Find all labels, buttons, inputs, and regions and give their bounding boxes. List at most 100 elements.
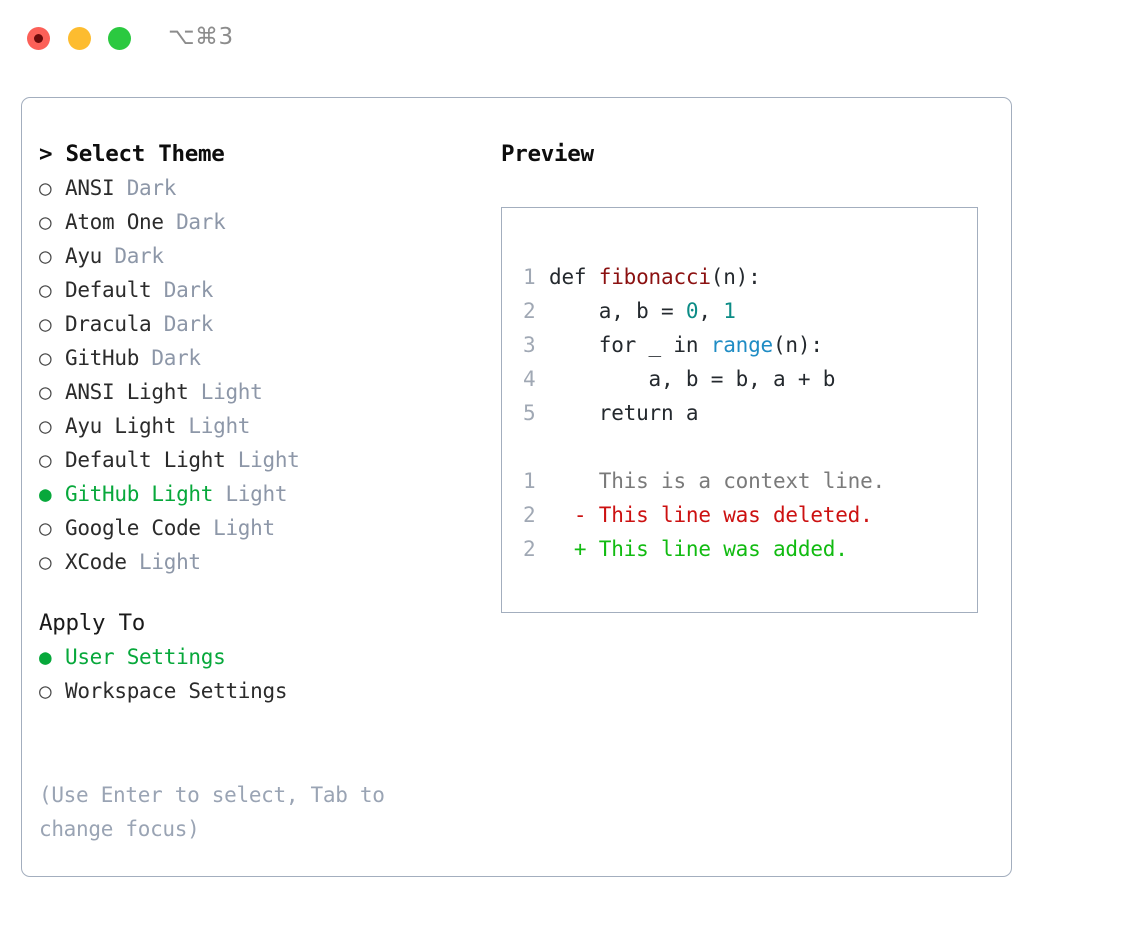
line-number: 4 xyxy=(523,367,536,391)
option-variant-badge: Dark xyxy=(102,244,164,268)
main-panel: > Select Theme ○ANSI Dark○Atom One Dark○… xyxy=(21,97,1012,877)
keyboard-shortcut-label: ⌥⌘3 xyxy=(168,24,234,50)
apply-to-section: Apply To ● User Settings ○ Workspace Settin… xyxy=(39,606,479,708)
preview-header: Preview xyxy=(501,141,594,167)
radio-unselected-icon: ○ xyxy=(39,380,52,404)
code-line: 2 a, b = 0, 1 xyxy=(523,294,835,328)
code-token-num: 1 xyxy=(723,299,736,323)
theme-option-7[interactable]: ○ Ayu Light Light xyxy=(39,409,479,443)
radio-unselected-icon: ○ xyxy=(39,516,52,540)
option-label: User Settings xyxy=(65,645,226,669)
apply-to-header: Apply To xyxy=(39,610,145,636)
theme-option-10[interactable]: ○ Google Code Light xyxy=(39,511,479,545)
option-variant-badge: Dark xyxy=(114,176,177,200)
theme-option-2[interactable]: ○Ayu Dark xyxy=(39,239,479,273)
option-label: GitHub xyxy=(65,346,140,370)
radio-unselected-icon: ○ xyxy=(39,346,52,370)
radio-unselected-icon: ○ xyxy=(39,176,52,200)
diff-text: This is a context line. xyxy=(586,469,885,493)
code-token-num: 0 xyxy=(685,299,699,323)
code-token-plain: a, b = b, a + b xyxy=(549,367,836,391)
theme-option-5[interactable]: ○ GitHub Dark xyxy=(39,341,479,375)
option-variant-badge: Light xyxy=(200,516,275,540)
record-indicator-icon xyxy=(34,34,43,43)
line-number: 2 xyxy=(523,537,536,561)
code-token-plain: a, b = xyxy=(549,299,686,323)
keyboard-hint-text: (Use Enter to select, Tab to change focu… xyxy=(39,783,385,841)
diff-line-ctx: 1 This is a context line. xyxy=(523,464,885,498)
code-token-plain: def xyxy=(549,265,599,289)
line-number: 3 xyxy=(523,333,536,357)
code-token-plain: (n): xyxy=(772,333,823,357)
option-label: Default xyxy=(65,278,152,302)
radio-selected-icon: ● xyxy=(39,482,52,506)
option-label: Default Light xyxy=(65,448,226,472)
option-label: Ayu Light xyxy=(65,414,177,438)
apply-option-0[interactable]: ● User Settings xyxy=(39,640,479,674)
code-line: 5 return a xyxy=(523,396,835,430)
radio-selected-icon: ● xyxy=(39,645,52,669)
radio-unselected-icon: ○ xyxy=(39,312,52,336)
diff-sign xyxy=(549,469,586,493)
code-token-call: range xyxy=(710,333,773,357)
theme-option-8[interactable]: ○ Default Light Light xyxy=(39,443,479,477)
option-variant-badge: Dark xyxy=(151,278,214,302)
theme-option-3[interactable]: ○Default Dark xyxy=(39,273,479,307)
diff-sign: + xyxy=(549,537,587,561)
theme-option-0[interactable]: ○ANSI Dark xyxy=(39,171,479,205)
option-label: Ayu xyxy=(65,244,103,268)
option-variant-badge: Light xyxy=(176,414,251,438)
option-variant-badge: Dark xyxy=(139,346,201,370)
theme-option-4[interactable]: ○ Dracula Dark xyxy=(39,307,479,341)
code-token-plain: (n): xyxy=(710,265,761,289)
option-variant-badge: Light xyxy=(188,380,263,404)
code-token-plain: return a xyxy=(549,401,699,425)
radio-unselected-icon: ○ xyxy=(39,550,52,574)
code-token-fn: fibonacci xyxy=(598,265,711,289)
radio-unselected-icon: ○ xyxy=(39,679,52,703)
maximize-window-button[interactable] xyxy=(108,27,131,50)
radio-unselected-icon: ○ xyxy=(39,414,52,438)
theme-list[interactable]: ○ANSI Dark○Atom One Dark○Ayu Dark○Defaul… xyxy=(39,171,479,579)
option-label: Dracula xyxy=(65,312,152,336)
theme-option-1[interactable]: ○ Atom One Dark xyxy=(39,205,479,239)
option-label: ANSI Light xyxy=(65,380,189,404)
apply-to-list[interactable]: ● User Settings ○ Workspace Settings xyxy=(39,640,479,708)
diff-sign: - xyxy=(549,503,587,527)
line-number: 2 xyxy=(523,299,536,323)
theme-selector-column: > Select Theme ○ANSI Dark○Atom One Dark○… xyxy=(39,137,479,708)
line-number: 5 xyxy=(523,401,536,425)
option-label: Atom One xyxy=(65,210,164,234)
option-variant-badge: Light xyxy=(213,482,288,506)
title-bar: ⌥⌘3 xyxy=(0,0,1140,78)
minimize-window-button[interactable] xyxy=(68,27,91,50)
diff-line-del: 2 - This line was deleted. xyxy=(523,498,885,532)
radio-unselected-icon: ○ xyxy=(39,210,52,234)
diff-text: This line was added. xyxy=(586,537,848,561)
option-variant-badge: Dark xyxy=(163,210,226,234)
code-token-plain: for _ in xyxy=(549,333,711,357)
option-label: Workspace Settings xyxy=(65,679,288,703)
option-variant-badge: Light xyxy=(126,550,201,574)
diff-text: This line was deleted. xyxy=(586,503,873,527)
option-variant-badge: Light xyxy=(225,448,300,472)
theme-option-9[interactable]: ● GitHub Light Light xyxy=(39,477,479,511)
option-variant-badge: Dark xyxy=(151,312,214,336)
theme-option-11[interactable]: ○XCode Light xyxy=(39,545,479,579)
radio-unselected-icon: ○ xyxy=(39,448,52,472)
apply-option-1[interactable]: ○ Workspace Settings xyxy=(39,674,479,708)
diff-sample: 1 This is a context line.2 - This line w… xyxy=(523,464,885,566)
code-line: 3 for _ in range(n): xyxy=(523,328,835,362)
theme-option-6[interactable]: ○ ANSI Light Light xyxy=(39,375,479,409)
option-label: GitHub Light xyxy=(65,482,214,506)
diff-line-add: 2 + This line was added. xyxy=(523,532,885,566)
line-number: 1 xyxy=(523,469,536,493)
option-label: Google Code xyxy=(65,516,201,540)
code-token-plain: , xyxy=(698,299,724,323)
select-theme-header: > Select Theme xyxy=(39,141,225,167)
